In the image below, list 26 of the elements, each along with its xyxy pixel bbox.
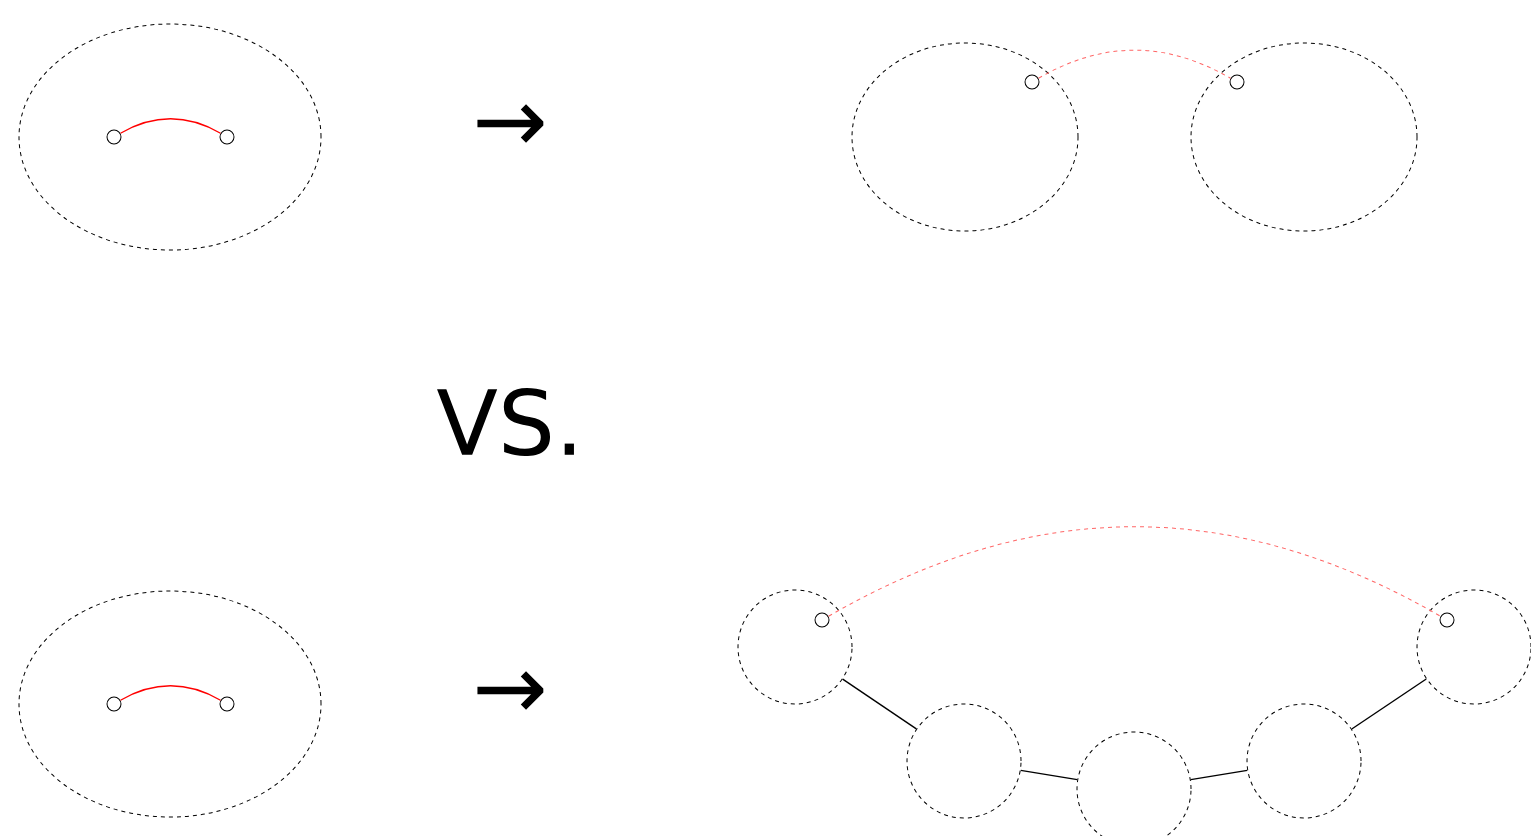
- connecting-line: [1351, 678, 1427, 730]
- dashed-ellipse: [851, 42, 1079, 232]
- dashed-ellipse: [1190, 42, 1418, 232]
- curved-line: [1038, 49, 1231, 79]
- small-circle: [814, 612, 830, 628]
- curved-line: [828, 526, 1441, 617]
- connecting-line: [1020, 769, 1078, 781]
- curved-line: [119, 684, 222, 701]
- curved-line: [119, 117, 222, 134]
- transform-arrow: →: [477, 104, 544, 143]
- small-circle: [1229, 74, 1245, 90]
- connecting-line: [1190, 769, 1248, 781]
- transform-arrow: →: [477, 671, 544, 710]
- dashed-circle: [737, 589, 853, 705]
- small-circle: [106, 696, 122, 712]
- vs-text: VS.: [437, 388, 574, 457]
- connecting-line: [841, 678, 918, 730]
- dashed-circle: [906, 703, 1022, 819]
- small-circle: [1024, 74, 1040, 90]
- dashed-ellipse: [18, 590, 322, 818]
- small-circle: [106, 129, 122, 145]
- dashed-ellipse: [18, 23, 322, 251]
- dashed-circle: [1246, 703, 1362, 819]
- small-circle: [1439, 612, 1455, 628]
- small-circle: [219, 696, 235, 712]
- small-circle: [219, 129, 235, 145]
